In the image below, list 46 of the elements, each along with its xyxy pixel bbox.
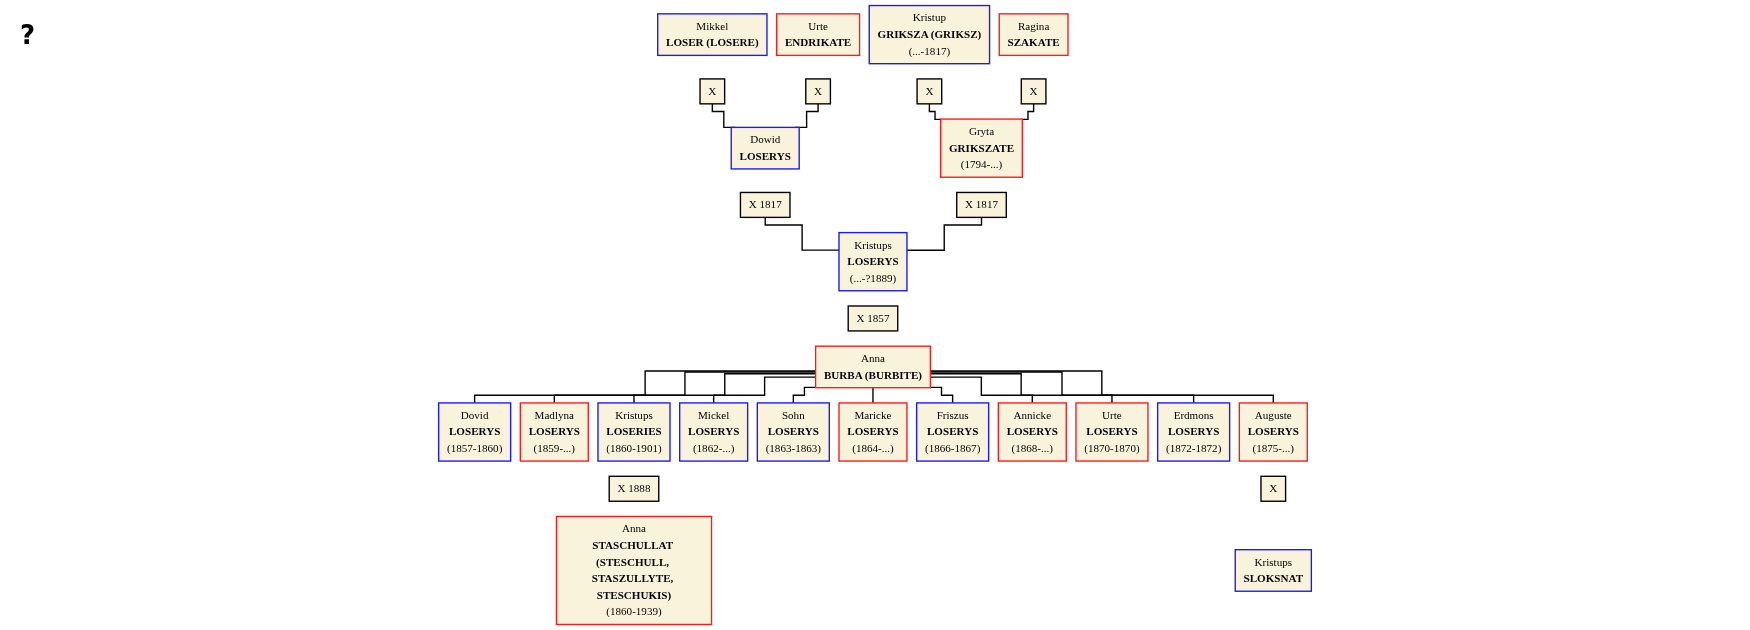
connector <box>929 386 954 404</box>
connector <box>712 376 817 404</box>
node-box: X 1817 <box>956 191 1007 219</box>
node-box: X <box>699 78 726 105</box>
connector <box>633 373 817 404</box>
node-box: Erdmons LOSERYS (1872-1872) <box>1156 402 1231 462</box>
node-box: Kristups LOSERIES (1860-1901) <box>597 402 671 462</box>
node-box: X <box>805 78 832 105</box>
connector <box>928 103 942 121</box>
question-mark: ? <box>20 20 36 50</box>
node-box: Kristup GRIKSZA (GRIKSZ) (...-1817) <box>868 4 991 65</box>
node-box: Mickel LOSERYS (1862-...) <box>679 402 749 462</box>
node-box: Anna BURBA (BURBITE) <box>814 345 932 389</box>
node-box: Sohn LOSERYS (1863-1863) <box>756 402 830 462</box>
node-box: Dowid LOSERYS <box>730 126 800 170</box>
node-box: Urte ENDRIKATE <box>775 13 861 57</box>
connector <box>929 373 1113 404</box>
connector <box>553 371 817 404</box>
node-box: Urte LOSERYS (1870-1870) <box>1075 402 1149 462</box>
connector <box>473 370 817 404</box>
node-box: X <box>1020 78 1047 105</box>
connector <box>1021 103 1035 121</box>
connector <box>792 386 817 404</box>
node-box: Gryta GRIKSZATE (1794-...) <box>940 118 1024 178</box>
node-box: X <box>916 78 943 105</box>
node-box: Annicke LOSERYS (1868-...) <box>997 402 1067 462</box>
connector <box>929 370 1274 404</box>
node-box: Kristups SLOKSNAT <box>1234 549 1313 592</box>
node-box: Ragina SZAKATE <box>998 13 1069 57</box>
node-box: X <box>1260 475 1287 502</box>
node-box: Maricke LOSERYS (1864-...) <box>838 402 908 462</box>
node-box: Madlyna LOSERYS (1859-...) <box>519 402 589 462</box>
connector <box>906 216 983 251</box>
node-box: X 1817 <box>739 191 791 219</box>
node-box: Friszus LOSERYS (1866-1867) <box>915 402 990 462</box>
node-box: X 1857 <box>847 305 899 332</box>
node-box: X 1888 <box>608 475 660 502</box>
node-box: Dovid LOSERYS (1857-1860) <box>437 402 512 462</box>
connector <box>929 371 1195 404</box>
node-box: Mikkel LOSER (LOSERE) <box>657 13 768 57</box>
node-box: Anna STASCHULLAT (STESCHULL, STASZULLYTE, STESCHUKIS) (1860-1939) <box>555 515 713 626</box>
node-box: Kristups LOSERYS (...-?1889) <box>838 231 908 292</box>
connector <box>929 376 1033 404</box>
node-box: Auguste LOSERYS (1875-...) <box>1238 402 1308 462</box>
connector <box>764 216 840 251</box>
connector <box>872 387 874 404</box>
